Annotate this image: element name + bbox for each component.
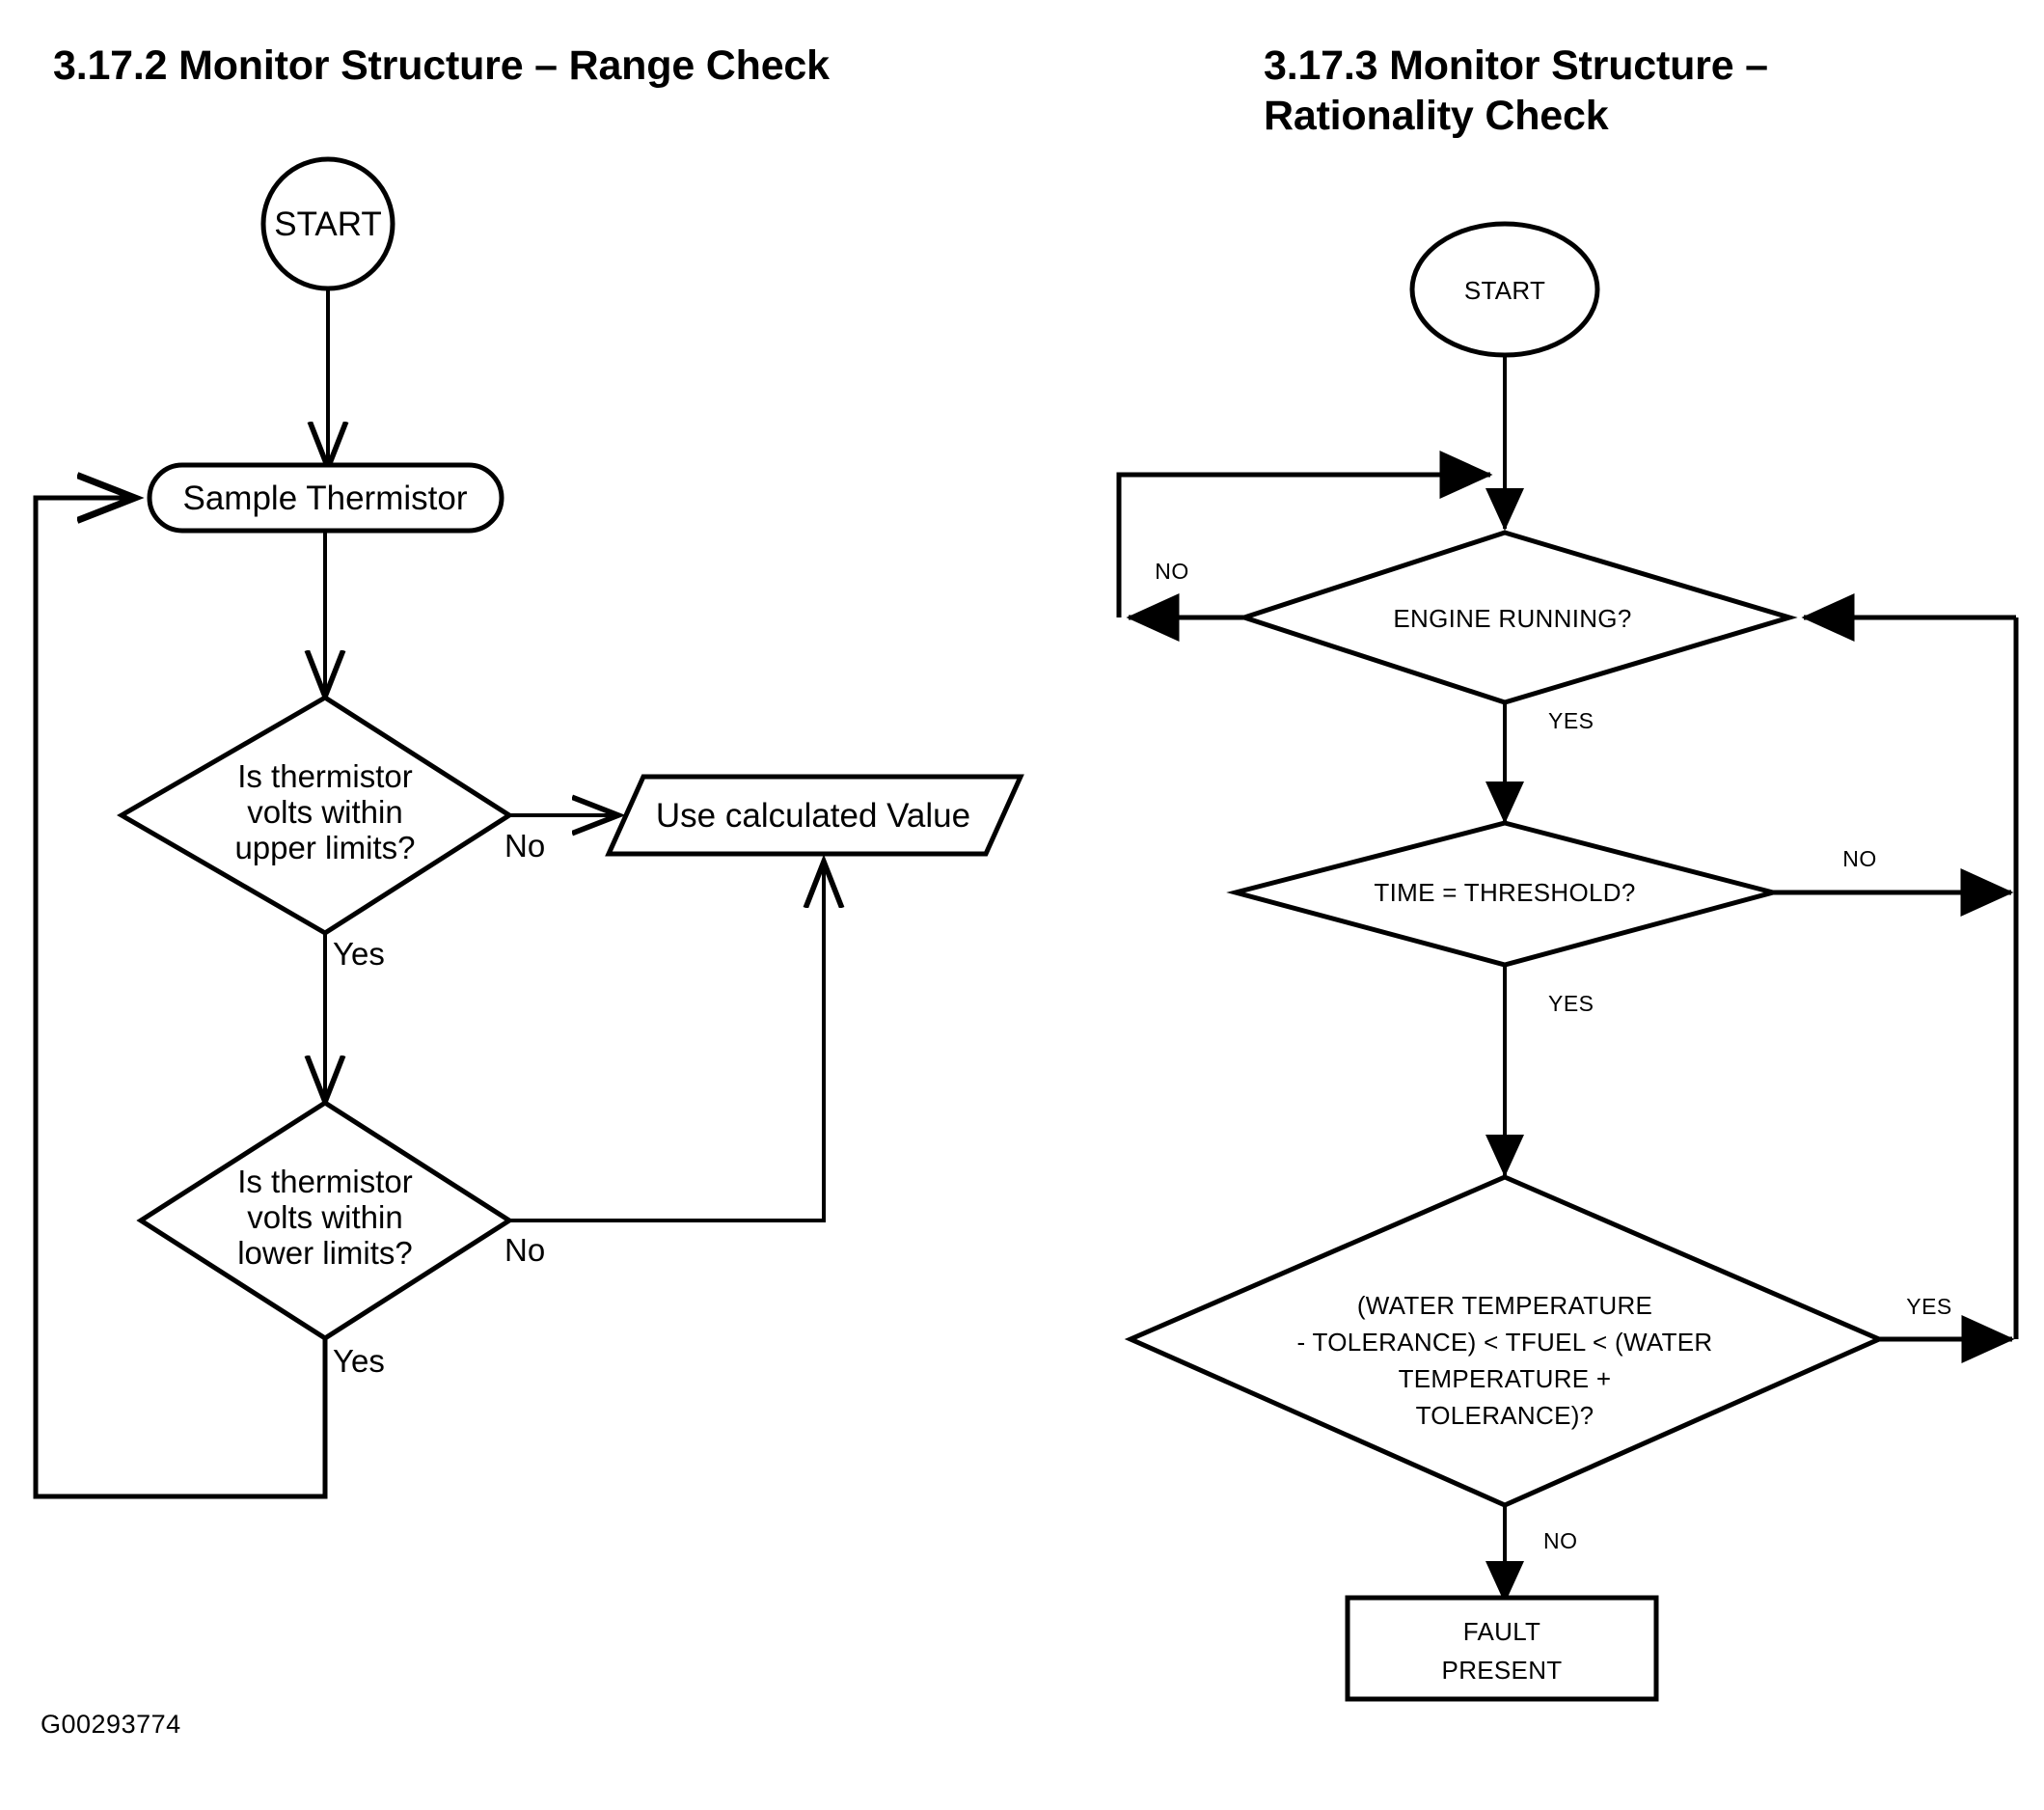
right-decision-water-line2: - TOLERANCE) < TFUEL < (WATER <box>1296 1328 1712 1357</box>
page-title-right-line1: 3.17.3 Monitor Structure – <box>1264 42 1768 89</box>
left-decision-lower-line2: volts within <box>247 1199 402 1235</box>
left-start-node: START <box>260 156 395 291</box>
right-flowchart: START NO ENGINE RUNNING? YES TIME = THRE… <box>1116 221 2019 1702</box>
right-decision-water-line3: TEMPERATURE + <box>1399 1364 1612 1393</box>
right-decision-engine: ENGINE RUNNING? <box>1236 530 1798 705</box>
left-use-calculated-node: Use calculated Value <box>605 774 1024 857</box>
edge-engine-no-loopback <box>1116 451 1493 617</box>
right-decision-water-line4: TOLERANCE)? <box>1416 1401 1594 1430</box>
right-decision-time-label: TIME = THRESHOLD? <box>1374 878 1635 907</box>
left-decision-upper-line3: upper limits? <box>234 830 415 865</box>
right-decision-engine-label: ENGINE RUNNING? <box>1393 604 1631 633</box>
left-use-calculated-label: Use calculated Value <box>656 797 970 835</box>
right-start-node: START <box>1409 221 1600 358</box>
left-flowchart: START Sample Thermistor Is thermistor vo… <box>33 156 1024 1499</box>
page-title-right-line2: Rationality Check <box>1264 93 1609 140</box>
left-start-label: START <box>274 206 382 243</box>
right-decision-time: TIME = THRESHOLD? <box>1226 820 1783 968</box>
left-sample-node: Sample Thermistor <box>147 462 504 534</box>
right-fault-node: FAULT PRESENT <box>1345 1595 1659 1702</box>
edge-label-lower-no: No <box>504 1232 545 1268</box>
right-decision-water-line1: (WATER TEMPERATURE <box>1357 1291 1652 1320</box>
edge-label-time-yes: YES <box>1548 991 1594 1016</box>
left-sample-label: Sample Thermistor <box>182 480 467 517</box>
left-decision-upper: Is thermistor volts within upper limits? <box>117 695 514 936</box>
edge-label-engine-no: NO <box>1155 559 1189 584</box>
edge-label-water-no: NO <box>1543 1528 1578 1553</box>
right-decision-water-temp: (WATER TEMPERATURE - TOLERANCE) < TFUEL … <box>1124 1174 1886 1508</box>
left-decision-lower-line3: lower limits? <box>237 1235 413 1271</box>
page-title-right: 3.17.3 Monitor Structure – Rationality C… <box>1264 41 1881 142</box>
right-fault-line2: PRESENT <box>1442 1656 1563 1685</box>
edge-lower-yes-loopback <box>33 498 328 1499</box>
edge-label-engine-yes: YES <box>1548 708 1594 733</box>
edge-label-lower-yes: Yes <box>333 1343 385 1379</box>
edge-label-upper-yes: Yes <box>333 936 385 972</box>
edge-lower-no <box>509 862 824 1222</box>
right-fault-line1: FAULT <box>1463 1617 1540 1646</box>
left-decision-lower: Is thermistor volts within lower limits? <box>136 1100 514 1341</box>
figure-id-label: G00293774 <box>41 1710 181 1739</box>
edge-label-upper-no: No <box>504 828 545 864</box>
left-decision-upper-line1: Is thermistor <box>237 758 413 794</box>
left-decision-lower-line1: Is thermistor <box>237 1164 413 1199</box>
edge-label-time-no: NO <box>1842 846 1877 871</box>
page-title-left: 3.17.2 Monitor Structure – Range Check <box>53 42 830 89</box>
right-start-label: START <box>1464 276 1545 305</box>
edge-label-water-yes: YES <box>1906 1294 1952 1319</box>
left-decision-upper-line2: volts within <box>247 794 402 830</box>
